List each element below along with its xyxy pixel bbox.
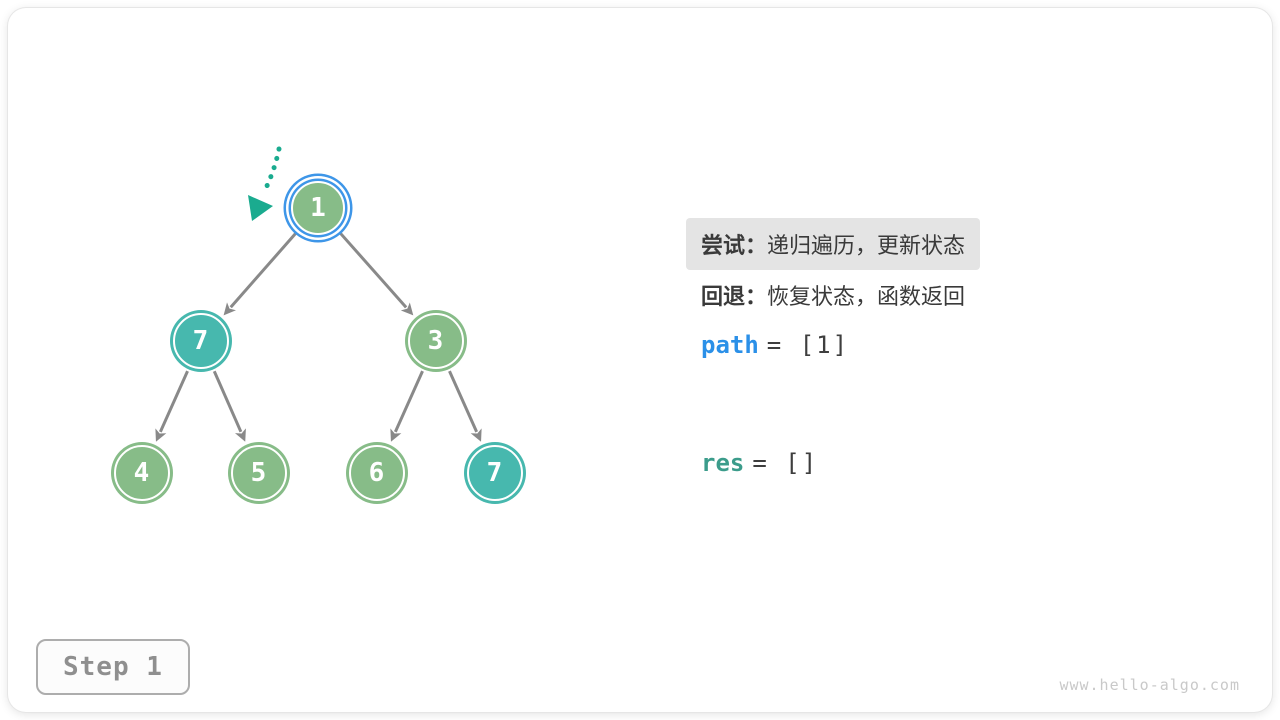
tree-edge-left-to-left-left xyxy=(155,370,189,442)
tree-node-right: 3 xyxy=(407,312,464,369)
path-variable-value: = [1] xyxy=(766,331,850,359)
tree-edge-right-to-right-right xyxy=(448,370,482,442)
tree-edge-left-to-left-right xyxy=(212,370,246,442)
backtrack-text: 恢复状态，函数返回 xyxy=(767,284,966,309)
res-variable-value: = [] xyxy=(752,449,819,477)
step-badge: Step 1 xyxy=(36,639,190,695)
path-variable-name: path xyxy=(701,331,759,359)
tree-edge-right-to-right-left xyxy=(390,370,424,442)
try-label: 尝试： xyxy=(701,233,768,258)
tree-node-left-left: 4 xyxy=(113,444,170,501)
pointer-arrowhead-icon xyxy=(248,195,273,221)
backtrack-annotation: 回退：恢复状态，函数返回 xyxy=(701,279,965,311)
tree-node-root: 1 xyxy=(291,181,345,235)
try-annotation: 尝试：递归遍历，更新状态 xyxy=(686,218,981,270)
pointer-dotted-trail-icon xyxy=(260,146,282,197)
tree-node-right-left: 6 xyxy=(348,444,405,501)
tree-node-right-right: 7 xyxy=(466,444,523,501)
tree-edge-root-to-left xyxy=(223,231,298,316)
backtrack-label: 回退： xyxy=(701,284,768,309)
tree-node-left-right: 5 xyxy=(230,444,287,501)
path-variable-line: path= [1] xyxy=(701,331,849,359)
watermark: www.hello-algo.com xyxy=(1059,676,1240,694)
tree-edge-root-to-right xyxy=(338,231,414,316)
res-variable-line: res= [] xyxy=(701,449,818,477)
tree-node-left: 7 xyxy=(172,312,229,369)
try-text: 递归遍历，更新状态 xyxy=(767,233,966,258)
res-variable-name: res xyxy=(701,449,745,477)
current-node-pointer-arrow xyxy=(248,146,282,221)
